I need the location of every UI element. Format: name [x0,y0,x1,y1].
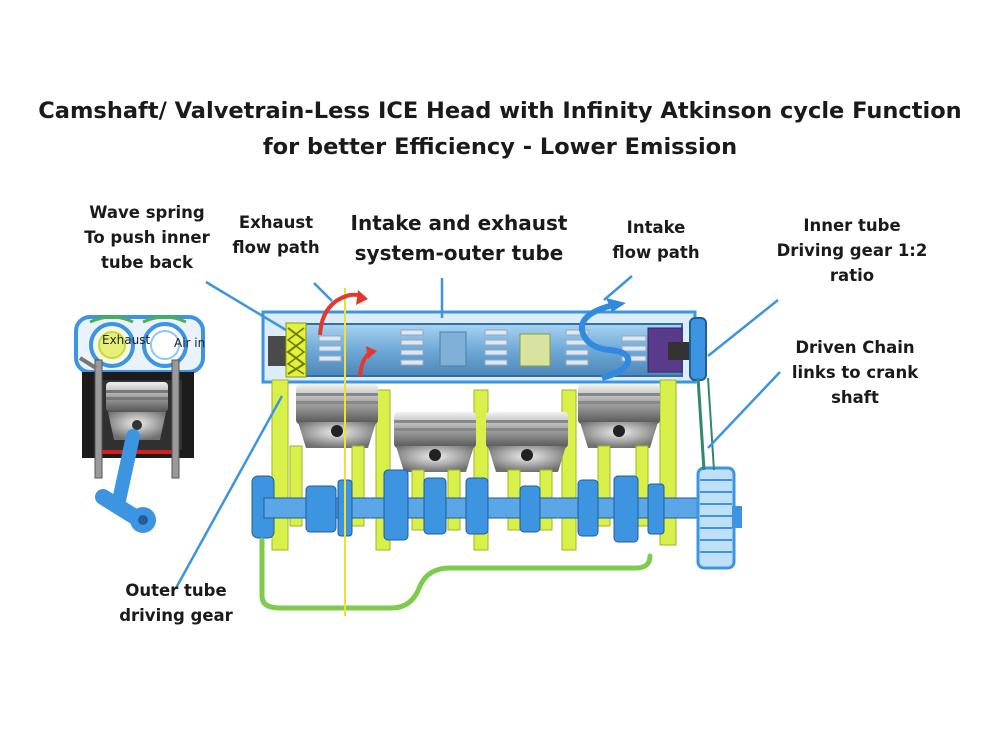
crank-pulley [696,466,742,570]
exhaust-small-label: Exhaust [102,333,151,347]
crankshaft [251,469,705,543]
outer-tube-label: Intake and exhaust system-outer tube [350,211,568,265]
exhaust-flow-path-label: Exhaust flow path [232,213,320,257]
pointer-lines [174,275,781,589]
wave-spring-label: Wave spring To push inner tube back [84,203,210,272]
title-line-1: Camshaft/ Valvetrain-Less ICE Head with … [38,98,962,124]
outer-tube-gear-label: Outer tube driving gear [119,581,233,625]
piston-1 [296,384,378,448]
piston-2 [394,412,476,472]
cross-section-view: Exhaust Air in [74,315,205,533]
outer-tube-drive-belt [259,537,653,611]
wave-spring [285,322,307,378]
title-line-2: for better Efficiency - Lower Emission [262,134,738,160]
intake-flow-path-label: Intake flow path [612,218,700,262]
piston-3 [486,412,568,472]
inner-tube-driving-gear [689,317,707,381]
piston-4 [578,384,660,448]
driven-chain-label: Driven Chain links to crank shaft [791,338,919,407]
main-engine-view [251,288,742,616]
inner-tube-gear-label: Inner tube Driving gear 1:2 ratio [776,216,928,285]
intake-flow-arrow [578,301,632,381]
port-slots [318,329,647,366]
air-in-small-label: Air in [174,336,205,350]
driven-chain [696,377,706,471]
